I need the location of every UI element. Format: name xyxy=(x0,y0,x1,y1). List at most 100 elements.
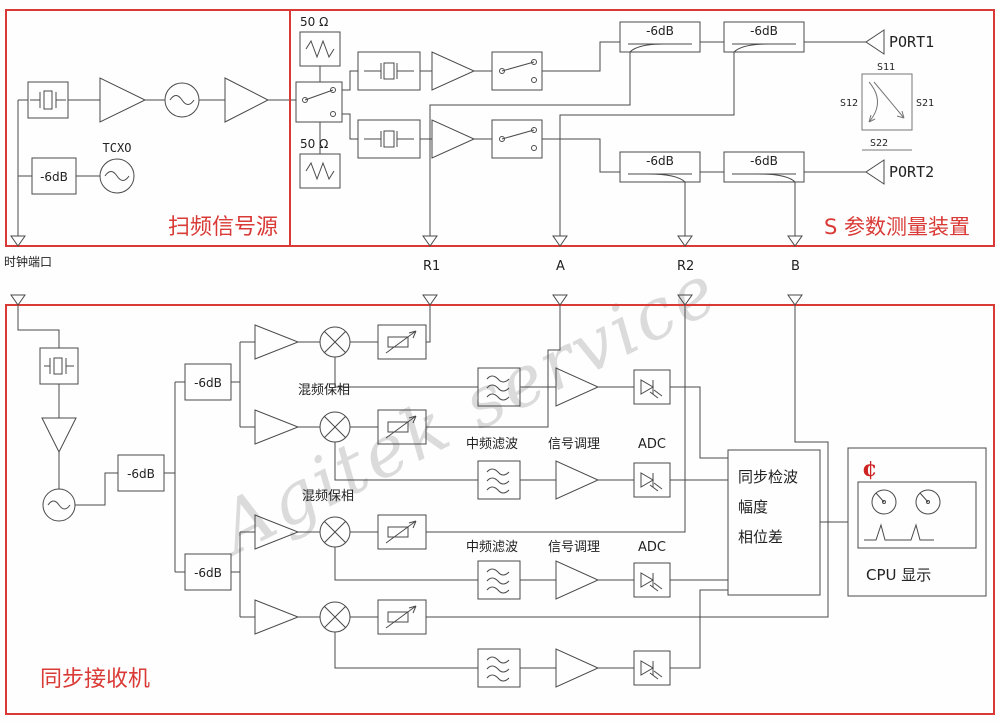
connector-triangle-icon xyxy=(677,294,693,306)
switch-icon xyxy=(491,51,543,91)
signal-conditioning-label: 信号调理 xyxy=(548,437,600,452)
attenuator-6db-block: -6dB xyxy=(31,157,77,195)
splitter-6db-block: -6dB xyxy=(117,454,165,492)
sparam-section-frame xyxy=(289,9,995,247)
if-filter-block xyxy=(477,560,521,600)
sync-line1-label: 同步检波 xyxy=(738,468,798,486)
cpu-display-block: ¢ CPU 显示 xyxy=(847,447,987,597)
if-filter-label: 中频滤波 xyxy=(466,540,518,555)
switch-icon xyxy=(491,119,543,159)
sync-line3-label: 相位差 xyxy=(738,528,783,546)
amplifier-icon xyxy=(224,77,270,123)
amplifier-down-icon xyxy=(41,417,77,454)
sync-line2-label: 幅度 xyxy=(738,498,768,516)
s21-label: S21 xyxy=(916,98,934,109)
crystal-resonator-block xyxy=(39,347,79,385)
mixer-icon xyxy=(319,601,351,633)
if-filter-label: 中频滤波 xyxy=(466,437,518,452)
a-label: A xyxy=(556,259,565,274)
coupler-label: -6dB xyxy=(646,154,674,168)
waveform-icon xyxy=(864,523,934,541)
coupler-label: -6dB xyxy=(750,24,778,38)
s22-label: S22 xyxy=(870,138,888,149)
if-filter-block xyxy=(477,648,521,688)
port2-connector: PORT2 xyxy=(865,159,934,185)
amplifier-icon xyxy=(555,560,600,600)
watermark-text: Agitek service xyxy=(201,248,731,572)
sine-oscillator-icon xyxy=(164,82,200,118)
connector-triangle-icon xyxy=(787,235,803,247)
splitter-6db-block: -6dB xyxy=(184,363,232,401)
mixer-icon xyxy=(319,516,351,548)
directional-coupler-6db: -6dB xyxy=(619,21,701,53)
r2-label: R2 xyxy=(677,259,694,274)
amplifier-icon xyxy=(555,460,600,500)
coupler-label: -6dB xyxy=(750,154,778,168)
mixer-icon xyxy=(319,326,351,358)
amplifier-icon xyxy=(254,514,300,550)
adc-detector-block xyxy=(633,650,671,686)
load-label: 50 Ω xyxy=(300,15,328,29)
s-parameter-diagram: S11 S12 S21 S22 xyxy=(840,62,934,151)
sparam-wires xyxy=(319,41,866,236)
b-label: B xyxy=(791,259,800,274)
amplifier-icon xyxy=(99,77,147,123)
meter-gauge-icon xyxy=(871,489,897,515)
attenuator-label: -6dB xyxy=(127,467,155,481)
directional-coupler-6db: -6dB xyxy=(723,151,805,183)
connector-triangle-icon xyxy=(422,235,438,247)
s11-label: S11 xyxy=(877,62,895,73)
adc-detector-block xyxy=(633,462,671,498)
tcxo-label: TCXO xyxy=(103,141,132,155)
meter-gauge-icon xyxy=(915,489,941,515)
port2-label: PORT2 xyxy=(889,163,934,181)
cpu-display-label: CPU 显示 xyxy=(866,566,931,584)
crystal-resonator-block xyxy=(27,81,69,119)
coupler-label: -6dB xyxy=(646,24,674,38)
amplifier-icon xyxy=(555,367,600,407)
directional-coupler-6db: -6dB xyxy=(723,21,805,53)
tcxo-oscillator: TCXO xyxy=(99,141,135,194)
load-50ohm-block: 50 Ω xyxy=(299,137,341,189)
r1-label: R1 xyxy=(423,259,440,274)
s12-label: S12 xyxy=(840,98,858,109)
source-section-title: 扫频信号源 xyxy=(168,215,278,240)
attenuator-label: -6dB xyxy=(194,376,222,390)
mixer-icon xyxy=(319,411,351,443)
adc-detector-block xyxy=(633,369,671,405)
clock-port-label: 时钟端口 xyxy=(4,254,52,269)
phase-adjust-block xyxy=(377,324,427,360)
receiver-section-frame xyxy=(5,304,995,715)
amplifier-icon xyxy=(431,51,476,91)
sync-detection-block: 同步检波 幅度 相位差 xyxy=(727,449,821,596)
crystal-filter-block xyxy=(357,119,421,159)
if-filter-block xyxy=(477,367,521,407)
source-section-frame xyxy=(5,9,291,247)
amplifier-icon xyxy=(254,599,300,635)
mix-phase-label: 混频保相 xyxy=(302,489,354,504)
sparam-section-title: S 参数测量装置 xyxy=(824,215,970,239)
transfer-switch-icon xyxy=(295,81,343,123)
receiver-section-title: 同步接收机 xyxy=(40,667,150,692)
splitter-6db-block: -6dB xyxy=(184,553,232,591)
adc-label: ADC xyxy=(638,437,666,452)
crystal-filter-block xyxy=(357,51,421,91)
signal-conditioning-label: 信号调理 xyxy=(548,540,600,555)
amplifier-icon xyxy=(555,648,600,688)
cent-symbol: ¢ xyxy=(862,456,877,482)
directional-coupler-6db: -6dB xyxy=(619,151,701,183)
boundary-connectors: 时钟端口 R1 A R2 B xyxy=(4,235,803,306)
load-label: 50 Ω xyxy=(300,137,328,151)
phase-adjust-block xyxy=(377,514,427,550)
amplifier-icon xyxy=(254,409,300,445)
sine-oscillator-icon xyxy=(42,488,76,522)
phase-adjust-block xyxy=(377,409,427,445)
receiver-wires xyxy=(17,305,848,669)
amplifier-icon xyxy=(431,119,476,159)
connector-triangle-icon xyxy=(787,294,803,306)
connector-triangle-icon xyxy=(10,294,26,306)
amplifier-icon xyxy=(254,324,300,360)
attenuator-label: -6dB xyxy=(194,566,222,580)
port1-connector: PORT1 xyxy=(865,29,934,55)
